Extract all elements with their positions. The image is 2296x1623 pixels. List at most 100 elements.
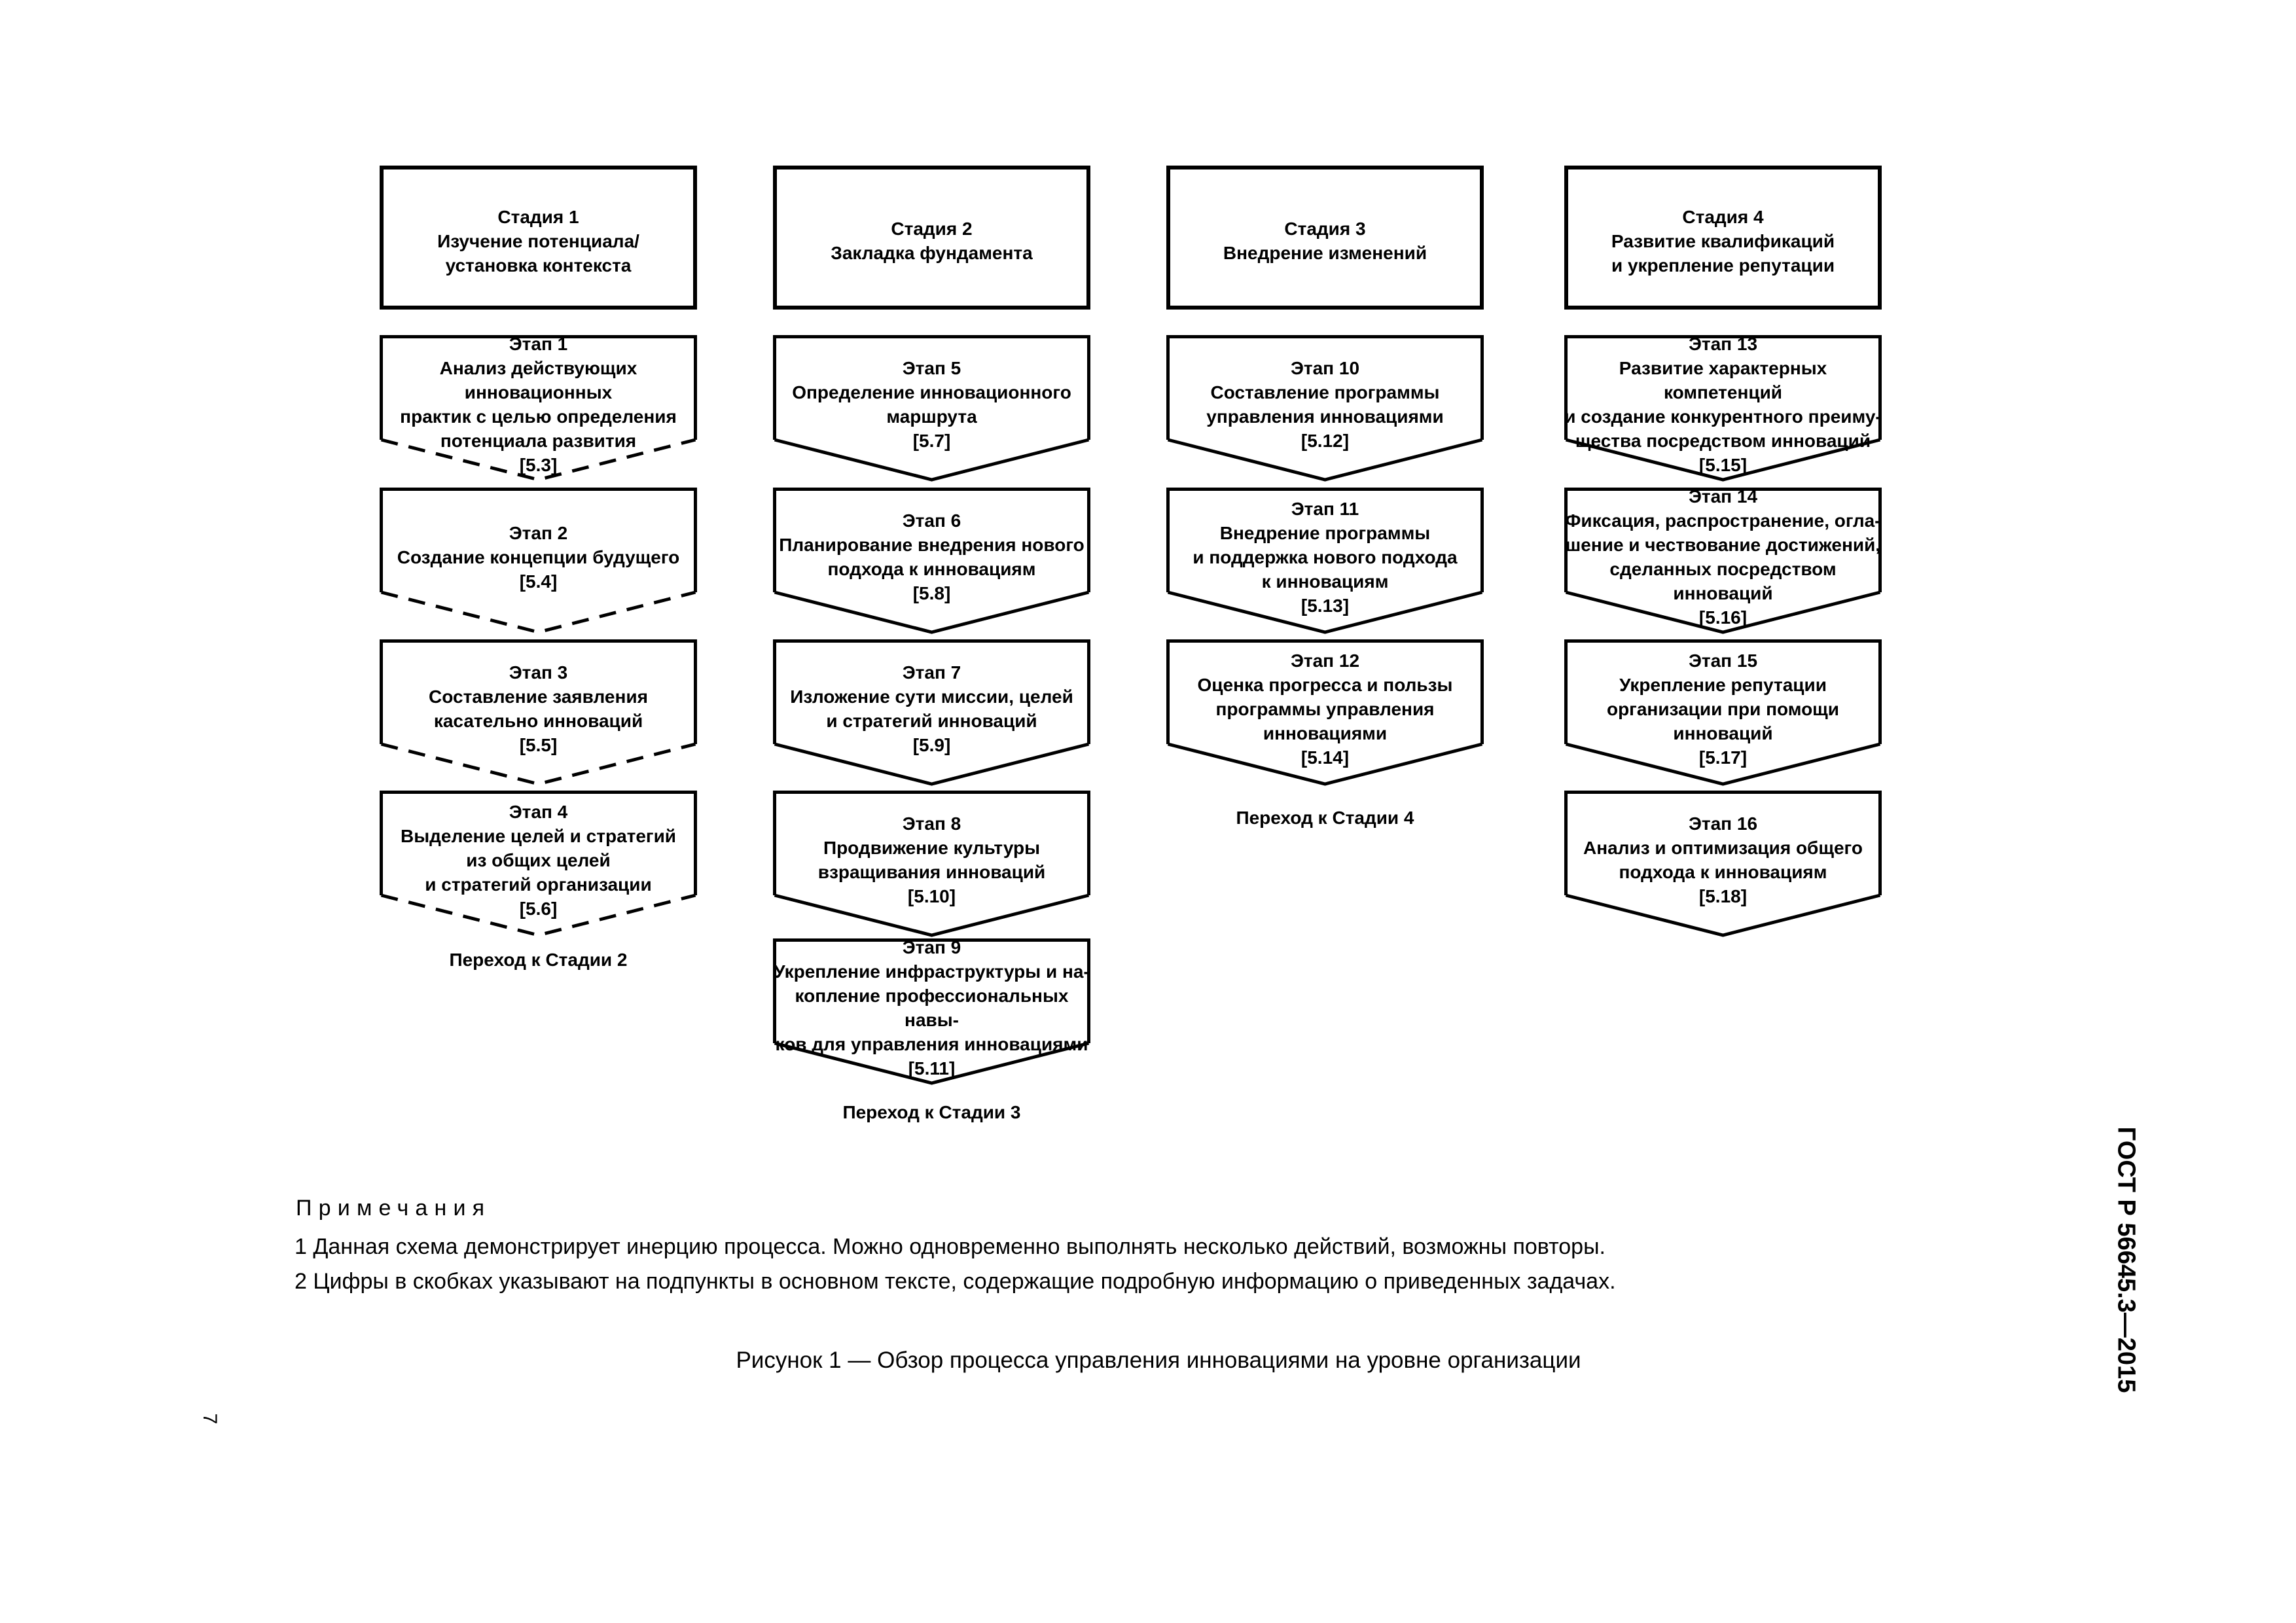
pentagon-chevron [1565, 590, 1881, 634]
step-12-text: Этап 12 Оценка прогресса и пользы програ… [1197, 650, 1453, 768]
pentagon-top-sides [773, 335, 1090, 440]
pentagon-top-sides [1564, 639, 1882, 744]
pentagon-fill [774, 336, 1089, 480]
pentagon-shape [380, 639, 697, 786]
pentagon-fill [1168, 641, 1482, 784]
step-4-text: Этап 4 Выделение целей и стратегий из об… [400, 801, 677, 919]
step-10-text: Этап 10 Составление программы управления… [1206, 358, 1444, 451]
pentagon-fill [774, 940, 1089, 1083]
step-3-text: Этап 3 Составление заявления касательно … [429, 662, 648, 755]
pentagon-chevron [380, 438, 696, 482]
pentagon-chevron [1565, 893, 1881, 937]
step-7-text: Этап 7 Изложение сути миссии, целей и ст… [790, 662, 1073, 755]
pentagon-shape [1564, 639, 1882, 786]
pentagon-shape [773, 791, 1090, 937]
pentagon-top-sides [1166, 488, 1484, 592]
pentagon-fill [381, 336, 696, 480]
stage-box-3: Стадия 3 Внедрение изменений [1166, 166, 1484, 310]
step-box-10: Этап 10 Составление программы управления… [1166, 335, 1484, 482]
pentagon-top-sides [380, 791, 697, 895]
pentagon-fill [1566, 489, 1880, 632]
step-box-16: Этап 16 Анализ и оптимизация общего подх… [1564, 791, 1882, 937]
pentagon-chevron [774, 1041, 1090, 1085]
step-box-13: Этап 13 Развитие характерных компетенций… [1564, 334, 1882, 482]
pentagon-fill [381, 489, 696, 632]
transition-to-stage-3: Переход к Стадии 3 [842, 1102, 1021, 1122]
step-box-4: Этап 4 Выделение целей и стратегий из об… [380, 791, 697, 937]
step-14-text: Этап 14 Фиксация, распространение, огла-… [1565, 486, 1881, 628]
pentagon-shape [1166, 488, 1484, 634]
pentagon-top-sides [773, 791, 1090, 895]
stage-2-title: Стадия 2 Закладка фундамента [831, 219, 1033, 263]
pentagon-fill [381, 641, 696, 784]
stage-box-4: Стадия 4 Развитие квалификаций и укрепле… [1564, 166, 1882, 310]
pentagon-shape [1564, 488, 1882, 634]
pentagon-shape [773, 335, 1090, 482]
pentagon-chevron [774, 590, 1090, 634]
pentagon-chevron [380, 893, 696, 937]
pentagon-chevron [1167, 590, 1483, 634]
pentagon-top-sides [380, 639, 697, 744]
step-box-2: Этап 2 Создание концепции будущего [5.4] [380, 488, 697, 634]
notes-title: Примечания [296, 1196, 492, 1221]
pentagon-fill [1168, 489, 1482, 632]
stage-3-title: Стадия 3 Внедрение изменений [1223, 219, 1427, 263]
pentagon-top-sides [1166, 335, 1484, 440]
pentagon-shape [1564, 791, 1882, 937]
stage-box-2: Стадия 2 Закладка фундамента [773, 166, 1090, 310]
pentagon-shape [773, 639, 1090, 786]
pentagon-chevron [1167, 742, 1483, 786]
pentagon-fill [774, 641, 1089, 784]
pentagon-top-sides [773, 938, 1090, 1043]
pentagon-shape [1564, 335, 1882, 482]
pentagon-shape [1166, 335, 1484, 482]
step-9-text: Этап 9 Укрепление инфраструктуры и на- к… [774, 937, 1090, 1079]
pentagon-top-sides [1564, 488, 1882, 592]
pentagon-shape [1166, 639, 1484, 786]
pentagon-top-sides [773, 488, 1090, 592]
stage-box-1: Стадия 1 Изучение потенциала/ установка … [380, 166, 697, 310]
pentagon-fill [774, 792, 1089, 935]
note-2: 2 Цифры в скобках указывают на подпункты… [295, 1269, 1616, 1294]
step-box-1: Этап 1 Анализ действующих инновационных … [380, 334, 697, 482]
pentagon-chevron [1565, 742, 1881, 786]
step-1-text: Этап 1 Анализ действующих инновационных … [400, 334, 677, 475]
step-5-text: Этап 5 Определение инновационного маршру… [792, 358, 1071, 451]
stage-1-title: Стадия 1 Изучение потенциала/ установка … [437, 206, 639, 276]
pentagon-fill [774, 489, 1089, 632]
doc-code-vertical: ГОСТ Р 56645.3—2015 [2112, 1126, 2140, 1393]
step-2-text: Этап 2 Создание концепции будущего [5.4] [397, 522, 680, 592]
pentagon-shape [773, 938, 1090, 1085]
pentagon-top-sides [1564, 335, 1882, 440]
step-box-15: Этап 15 Укрепление репутации организации… [1564, 639, 1882, 786]
step-box-8: Этап 8 Продвижение культуры взращивания … [773, 791, 1090, 937]
note-1: 1 Данная схема демонстрирует инерцию про… [295, 1234, 1605, 1259]
pentagon-shape [380, 791, 697, 937]
pentagon-chevron [380, 742, 696, 786]
pentagon-top-sides [1166, 639, 1484, 744]
pentagon-top-sides [380, 488, 697, 592]
step-8-text: Этап 8 Продвижение культуры взращивания … [817, 813, 1046, 906]
figure-caption: Рисунок 1 — Обзор процесса управления ин… [736, 1347, 1581, 1373]
pentagon-top-sides [1564, 791, 1882, 895]
pentagon-shape [380, 335, 697, 482]
pentagon-chevron [774, 893, 1090, 937]
transition-to-stage-2: Переход к Стадии 2 [449, 950, 628, 970]
pentagon-chevron [774, 742, 1090, 786]
pentagon-shape [773, 488, 1090, 634]
pentagon-fill [1566, 792, 1880, 935]
step-13-text: Этап 13 Развитие характерных компетенций… [1564, 334, 1882, 475]
pentagon-top-sides [380, 335, 697, 440]
step-box-5: Этап 5 Определение инновационного маршру… [773, 335, 1090, 482]
page-number: 7 [199, 1413, 221, 1425]
step-box-6: Этап 6 Планирование внедрения нового под… [773, 488, 1090, 634]
pentagon-fill [1566, 336, 1880, 480]
stage-4-title: Стадия 4 Развитие квалификаций и укрепле… [1611, 206, 1835, 276]
pentagon-top-sides [773, 639, 1090, 744]
pentagon-chevron [380, 590, 696, 634]
step-16-text: Этап 16 Анализ и оптимизация общего подх… [1583, 813, 1863, 906]
step-box-9: Этап 9 Укрепление инфраструктуры и на- к… [773, 937, 1090, 1085]
step-box-7: Этап 7 Изложение сути миссии, целей и ст… [773, 639, 1090, 786]
step-box-12: Этап 12 Оценка прогресса и пользы програ… [1166, 639, 1484, 786]
